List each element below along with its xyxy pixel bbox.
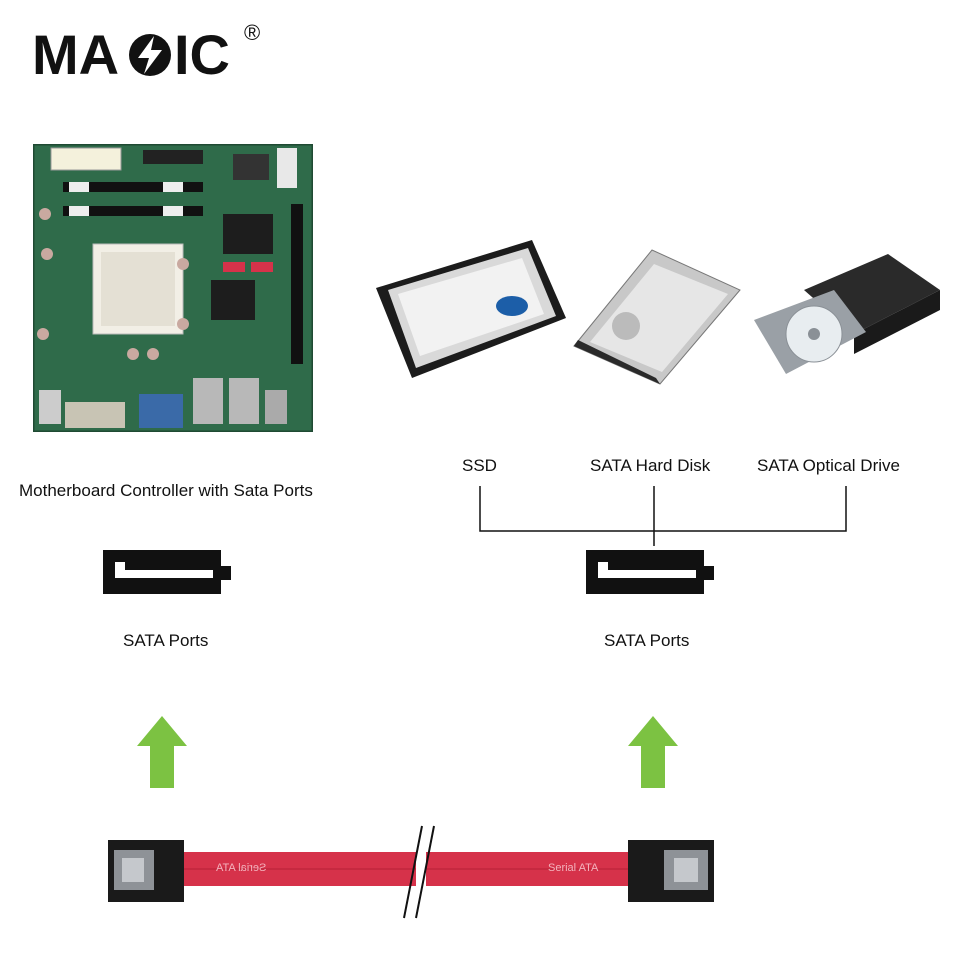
cable-print-right: Serial ATA xyxy=(548,862,599,874)
arrow-up-icon-left xyxy=(137,716,187,788)
lightning-bolt-icon xyxy=(138,36,162,74)
sata-port-icon-left xyxy=(103,550,231,594)
device-label-hdd: SATA Hard Disk xyxy=(590,456,711,475)
sata-cable-image: Serial ATA Serial ATA xyxy=(108,818,728,926)
device-label-ssd: SSD xyxy=(462,456,497,475)
svg-text:MA: MA xyxy=(32,23,119,86)
brand-logo: MA IC ® xyxy=(32,20,272,86)
motherboard-caption: Motherboard Controller with Sata Ports xyxy=(19,481,313,500)
registered-mark: ® xyxy=(244,20,261,45)
hard-disk-image xyxy=(568,246,744,386)
device-label-optical: SATA Optical Drive xyxy=(757,456,900,475)
arrow-up-icon-right xyxy=(628,716,678,788)
svg-text:IC: IC xyxy=(174,23,230,86)
motherboard-image xyxy=(31,142,315,434)
cable-print-left: Serial ATA xyxy=(216,862,267,874)
sata-ports-caption-left: SATA Ports xyxy=(123,631,209,650)
sata-ports-caption-right: SATA Ports xyxy=(604,631,690,650)
logo-wordmark: MA IC xyxy=(32,23,230,86)
optical-drive-image xyxy=(754,250,944,386)
ssd-image xyxy=(372,236,568,382)
device-bracket xyxy=(479,486,847,546)
sata-port-icon-right xyxy=(586,550,714,594)
